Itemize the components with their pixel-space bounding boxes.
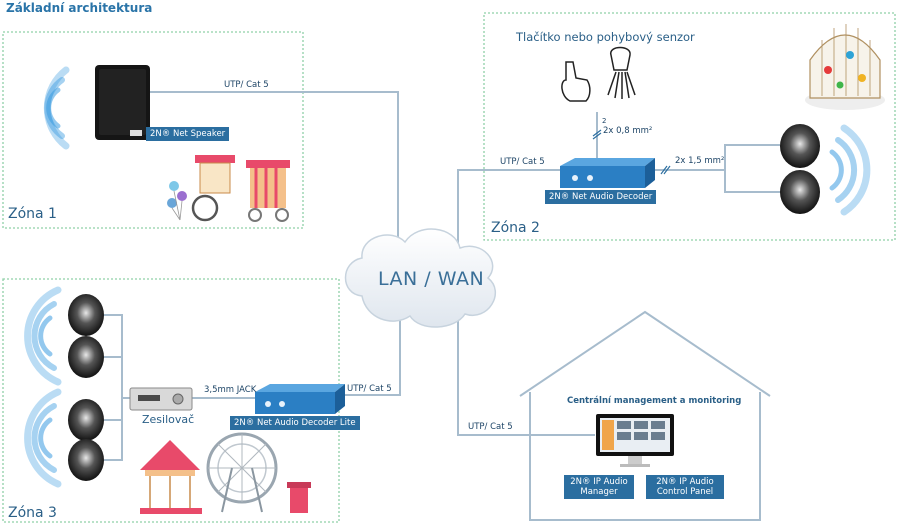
- lan-wan-cloud: [344, 228, 497, 328]
- net-audio-decoder-device: [560, 158, 655, 188]
- zone-3-label: Zóna 3: [8, 505, 57, 521]
- audio-decoder-tag: 2N® Net Audio Decoder: [545, 190, 657, 204]
- utp-label-zone2: UTP/ Cat 5: [500, 157, 545, 167]
- management-title: Centrální management a monitoring: [567, 396, 742, 406]
- wire-15-label: 2x 1,5 mm²: [675, 156, 725, 166]
- sound-waves-zone3: [24, 286, 62, 488]
- zone-1-border: [2, 31, 304, 229]
- horn-speakers-zone2: [780, 124, 820, 214]
- zone-2-label: Zóna 2: [491, 220, 540, 236]
- management-house: [519, 310, 771, 521]
- button-sensor-icons: [561, 46, 636, 102]
- net-speaker-tag: 2N® Net Speaker: [146, 127, 230, 141]
- connection-lines: [104, 91, 780, 461]
- zone-1-label: Zóna 1: [8, 206, 57, 222]
- horn-speakers-zone3: [68, 294, 104, 481]
- zone-2-border: [483, 12, 896, 241]
- wire-08-label: 2x 0,8 mm²: [603, 126, 653, 136]
- utp-label-zone3: UTP/ Cat 5: [347, 384, 392, 394]
- amplifier-label: Zesilovač: [142, 413, 195, 426]
- ip-audio-manager-tag: 2N® IP Audio Manager: [564, 475, 634, 499]
- net-audio-decoder-lite-device: [255, 384, 345, 414]
- aviary-illustration: [805, 24, 885, 110]
- fairground-illustration: [140, 432, 311, 514]
- sensor-label: Tlačítko nebo pohybový senzor: [516, 30, 695, 44]
- wire-count-label: 2: [602, 117, 607, 125]
- sound-waves-zone1: [43, 66, 70, 150]
- management-monitor: [596, 414, 674, 467]
- carnival-stand-illustration: [167, 155, 290, 222]
- page-title: Základní architektura: [6, 1, 153, 15]
- wire-hash-marks: [592, 129, 671, 175]
- jack-label: 3,5mm JACK: [204, 385, 257, 395]
- cloud-label: LAN / WAN: [378, 268, 485, 290]
- utp-label-management: UTP/ Cat 5: [468, 422, 513, 432]
- audio-decoder-lite-tag: 2N® Net Audio Decoder Lite: [230, 416, 360, 430]
- net-speaker-device: [95, 65, 150, 140]
- amplifier-device: [129, 387, 193, 411]
- utp-label-top: UTP/ Cat 5: [224, 80, 269, 90]
- ip-audio-control-panel-tag: 2N® IP Audio Control Panel: [646, 475, 724, 499]
- sound-waves-zone2: [829, 124, 871, 216]
